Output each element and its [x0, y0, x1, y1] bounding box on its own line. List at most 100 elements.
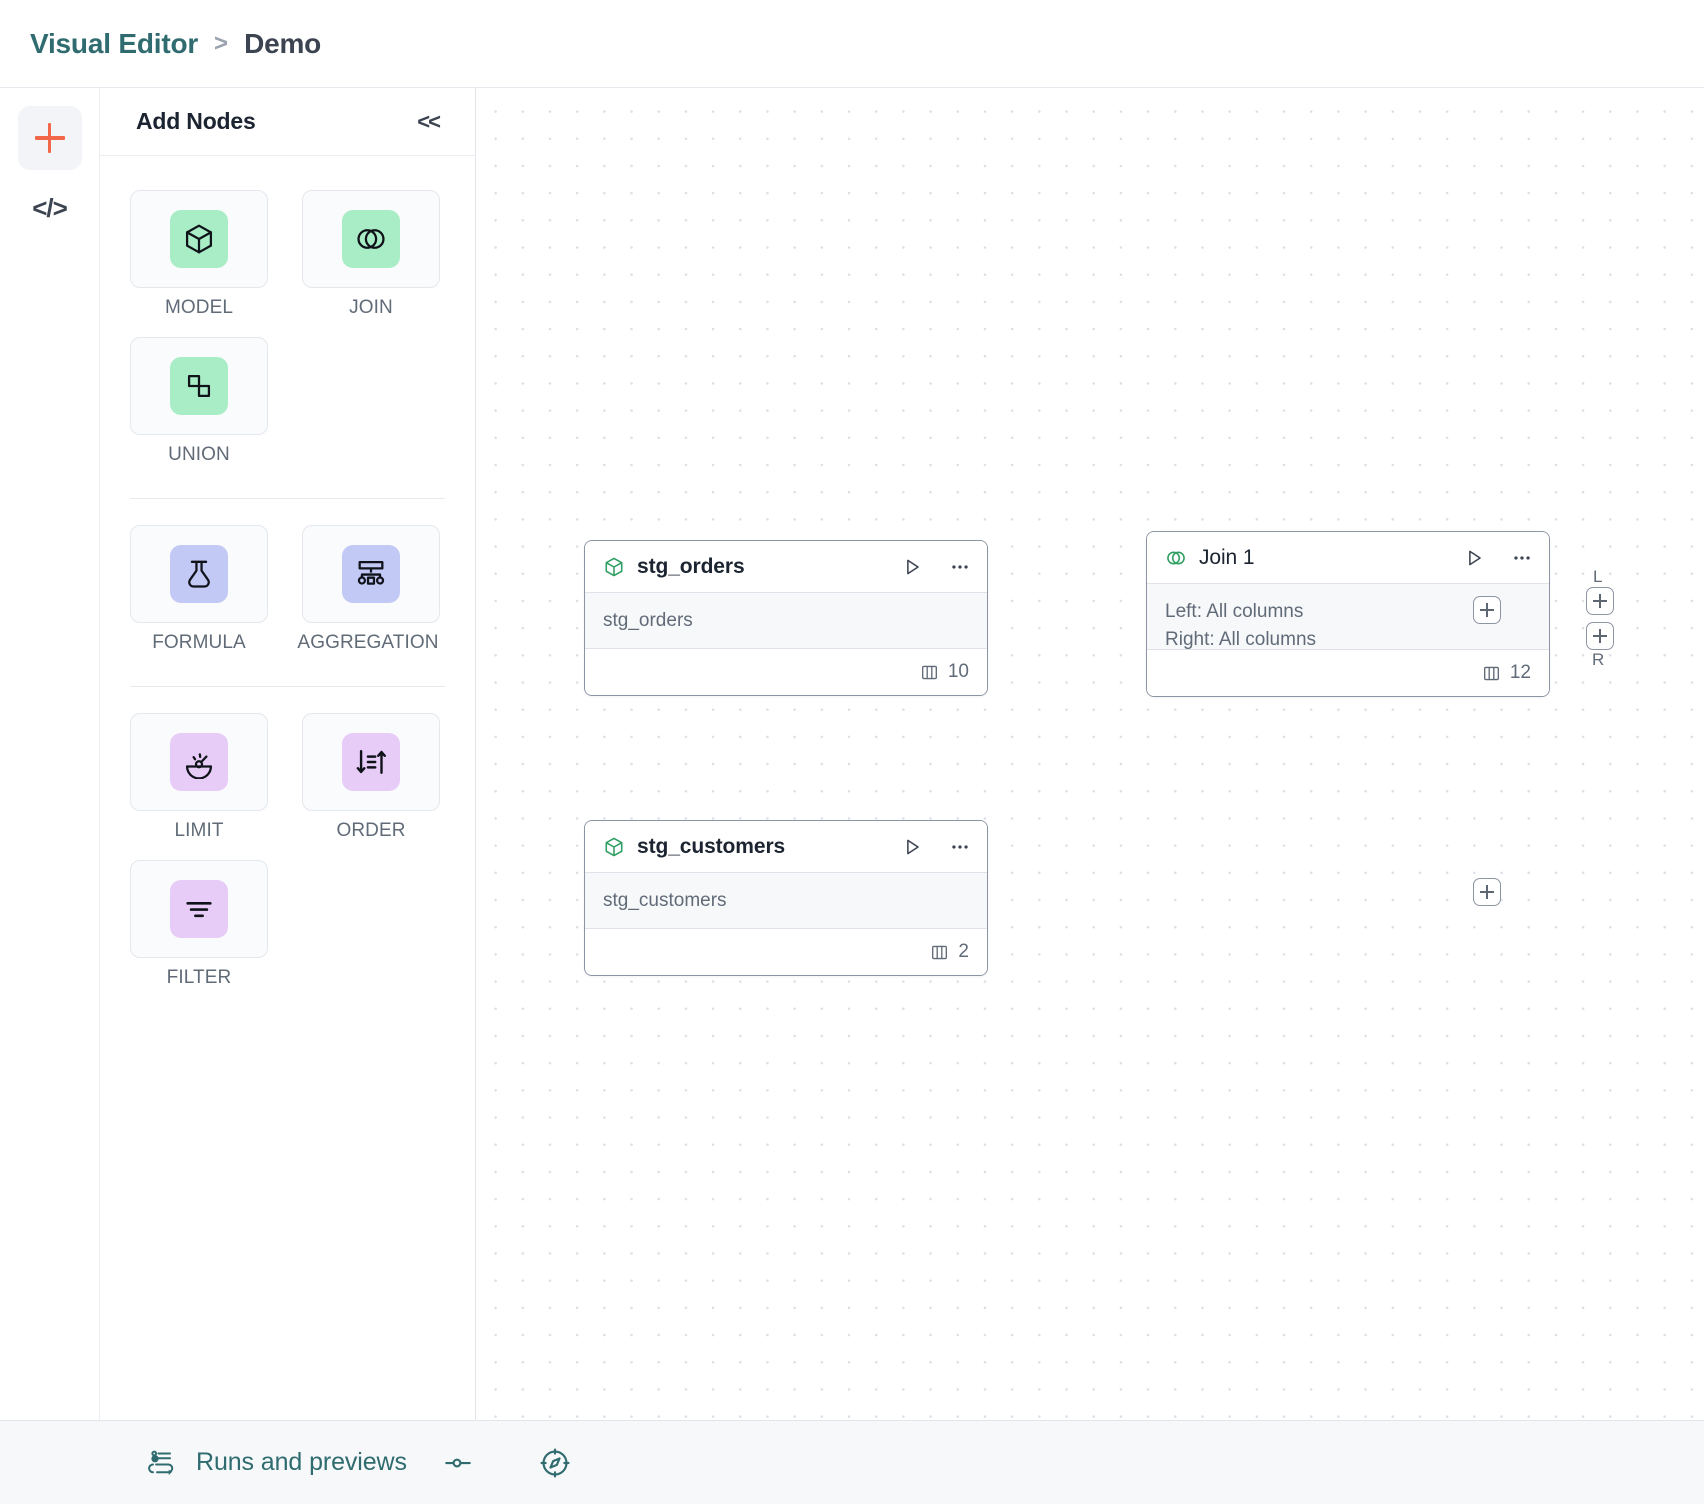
- node-title: stg_orders: [637, 555, 889, 579]
- runs-flow-icon: [148, 1448, 178, 1478]
- sort-icon: [342, 733, 400, 791]
- app-header: Visual Editor > Demo: [0, 0, 1704, 88]
- runs-and-previews-label: Runs and previews: [196, 1448, 407, 1477]
- flask-icon: [170, 545, 228, 603]
- node-tile-aggregation[interactable]: AGGREGATION: [302, 525, 440, 654]
- slider-icon[interactable]: [443, 1448, 473, 1478]
- gauge-icon: [170, 733, 228, 791]
- node-source-name: stg_orders: [603, 607, 969, 635]
- node-header: Join 1: [1147, 532, 1549, 584]
- node-footer: 12: [1147, 650, 1549, 696]
- node-footer: 10: [585, 649, 987, 695]
- more-icon[interactable]: [949, 836, 971, 858]
- editor-body: </> Add Nodes <<: [0, 88, 1704, 1420]
- cube-icon: [603, 836, 625, 858]
- columns-icon: [1482, 664, 1501, 683]
- node-tile-formula-button[interactable]: [130, 525, 268, 623]
- breadcrumb-root-link[interactable]: Visual Editor: [30, 28, 198, 60]
- node-body: stg_customers: [585, 873, 987, 929]
- plus-icon: [1480, 885, 1494, 899]
- cube-icon: [603, 556, 625, 578]
- breadcrumb-separator: >: [214, 30, 228, 58]
- collapse-panel-button[interactable]: <<: [411, 105, 445, 139]
- code-view-rail-button[interactable]: </>: [18, 176, 82, 240]
- compass-icon[interactable]: [539, 1447, 571, 1479]
- node-tile-label: LIMIT: [130, 820, 268, 842]
- play-icon[interactable]: [1463, 547, 1485, 569]
- node-tile-label: ORDER: [302, 820, 440, 842]
- node-tile-union[interactable]: UNION: [130, 337, 268, 466]
- node-tile-label: UNION: [130, 444, 268, 466]
- node-tile-aggregation-button[interactable]: [302, 525, 440, 623]
- node-tile-label: FILTER: [130, 967, 268, 989]
- filter-lines-icon: [170, 880, 228, 938]
- node-title: Join 1: [1199, 546, 1451, 570]
- port-label-left: L: [1593, 567, 1602, 587]
- more-icon[interactable]: [1511, 547, 1533, 569]
- plus-icon: [1480, 603, 1494, 617]
- node-stg-orders[interactable]: stg_orders stg_orders: [584, 540, 988, 696]
- node-footer: 2: [585, 929, 987, 975]
- node-tile-label: MODEL: [130, 297, 268, 319]
- join-right-columns: Right: All columns: [1165, 626, 1531, 654]
- port-input-join-left[interactable]: [1586, 587, 1614, 615]
- node-tile-label: FORMULA: [130, 632, 268, 654]
- panel-title: Add Nodes: [136, 108, 256, 135]
- node-tile-model[interactable]: MODEL: [130, 190, 268, 319]
- node-group-transforms: FORMULA: [100, 525, 475, 672]
- play-icon[interactable]: [901, 836, 923, 858]
- venn-icon: [1165, 547, 1187, 569]
- node-tile-order-button[interactable]: [302, 713, 440, 811]
- breadcrumb: Visual Editor > Demo: [30, 28, 321, 60]
- columns-icon: [930, 943, 949, 962]
- node-group-sources: MODEL JOIN: [100, 190, 475, 484]
- column-count: 10: [948, 661, 969, 683]
- union-shapes-icon: [170, 357, 228, 415]
- column-count: 12: [1510, 662, 1531, 684]
- node-tile-label: JOIN: [302, 297, 440, 319]
- plus-icon: [35, 123, 65, 153]
- add-nodes-header: Add Nodes <<: [100, 88, 475, 156]
- icon-rail: </>: [0, 88, 100, 1420]
- node-tile-order[interactable]: ORDER: [302, 713, 440, 842]
- node-tile-join[interactable]: JOIN: [302, 190, 440, 319]
- plus-icon: [1593, 594, 1607, 608]
- node-tile-filter[interactable]: FILTER: [130, 860, 268, 989]
- column-count: 2: [958, 941, 969, 963]
- node-tile-union-button[interactable]: [130, 337, 268, 435]
- flow-canvas[interactable]: stg_orders stg_orders: [476, 88, 1704, 1420]
- node-tile-model-button[interactable]: [130, 190, 268, 288]
- cube-icon: [170, 210, 228, 268]
- node-tile-formula[interactable]: FORMULA: [130, 525, 268, 654]
- edge-layer: [476, 88, 776, 238]
- more-icon[interactable]: [949, 556, 971, 578]
- node-body: stg_orders: [585, 593, 987, 649]
- node-source-name: stg_customers: [603, 887, 969, 915]
- node-title: stg_customers: [637, 835, 889, 859]
- port-input-join-right[interactable]: [1586, 622, 1614, 650]
- breadcrumb-current: Demo: [244, 28, 321, 60]
- add-node-rail-button[interactable]: [18, 106, 82, 170]
- bottom-toolbar: Runs and previews: [0, 1420, 1704, 1504]
- code-icon: </>: [32, 193, 67, 224]
- venn-icon: [342, 210, 400, 268]
- runs-and-previews-button[interactable]: Runs and previews: [148, 1448, 407, 1478]
- node-tile-label: AGGREGATION: [296, 632, 440, 654]
- add-nodes-panel: Add Nodes <<: [100, 88, 476, 1420]
- node-tile-limit-button[interactable]: [130, 713, 268, 811]
- add-nodes-list: MODEL JOIN: [100, 156, 475, 1420]
- panel-divider: [130, 686, 445, 687]
- panel-divider: [130, 498, 445, 499]
- node-tile-filter-button[interactable]: [130, 860, 268, 958]
- node-tile-limit[interactable]: LIMIT: [130, 713, 268, 842]
- port-output-stg-customers[interactable]: [1473, 878, 1501, 906]
- node-tile-join-button[interactable]: [302, 190, 440, 288]
- node-stg-customers[interactable]: stg_customers stg_customers: [584, 820, 988, 976]
- plus-icon: [1593, 629, 1607, 643]
- bottom-toolbar-left: Runs and previews: [100, 1447, 571, 1479]
- port-output-stg-orders[interactable]: [1473, 596, 1501, 624]
- play-icon[interactable]: [901, 556, 923, 578]
- node-header: stg_orders: [585, 541, 987, 593]
- node-group-row-ops: LIMIT: [100, 713, 475, 1007]
